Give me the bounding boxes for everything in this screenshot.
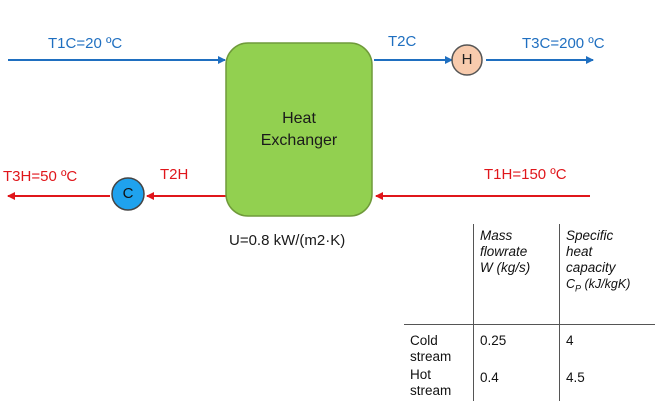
- t2c-label: T2C: [388, 33, 417, 50]
- heater-icon: [451, 44, 483, 76]
- row-name: Cold stream: [404, 325, 474, 368]
- cp-subscript: P: [575, 283, 582, 294]
- heat-exchanger-label-line2: Exchanger: [260, 132, 338, 149]
- row-cp: 4: [559, 324, 655, 367]
- cp-header-line4: CP (kJ/kgK): [566, 276, 652, 297]
- row-name-line1: Hot: [410, 367, 432, 382]
- t2h-label: T2H: [160, 166, 189, 183]
- mass-header-line3: W (kg/s): [480, 260, 531, 275]
- row-mass: 0.25: [473, 324, 560, 367]
- cooler-label: C: [122, 185, 134, 202]
- row-name-line2: stream: [410, 349, 452, 364]
- cp-header-line3: capacity: [566, 260, 616, 275]
- row-mass: 0.4: [473, 367, 560, 401]
- stream-properties-table: Mass flowrate W (kg/s) Specific heat cap…: [404, 224, 655, 401]
- cp-unit: (kJ/kgK): [581, 277, 631, 291]
- t1h-label: T1H=150 ºC: [484, 166, 567, 183]
- u-value-label: U=0.8 kW/(m2·K): [229, 232, 346, 249]
- table-header-cp: Specific heat capacity CP (kJ/kgK): [559, 224, 655, 325]
- mass-header-line1: Mass: [480, 228, 513, 243]
- table-row: Cold stream 0.25 4: [404, 324, 655, 368]
- t3c-label: T3C=200 ºC: [522, 35, 605, 52]
- heat-exchanger-box: [225, 42, 373, 217]
- mass-header-line2: flowrate: [480, 244, 528, 259]
- table-header-mass: Mass flowrate W (kg/s): [473, 224, 560, 325]
- heat-exchanger-label-line1: Heat: [282, 110, 316, 127]
- cp-header-line1: Specific: [566, 228, 614, 243]
- table-header-empty: [404, 224, 474, 325]
- t3h-label: T3H=50 ºC: [3, 168, 78, 185]
- table-row: Hot stream 0.4 4.5: [404, 367, 655, 401]
- cp-header-line2: heat: [566, 244, 593, 259]
- row-name-line2: stream: [410, 383, 452, 398]
- row-name-line1: Cold: [410, 333, 438, 348]
- table-header-row: Mass flowrate W (kg/s) Specific heat cap…: [404, 224, 655, 325]
- cooler-icon: [111, 177, 145, 211]
- t1c-label: T1C=20 ºC: [48, 35, 123, 52]
- heater-label: H: [461, 51, 473, 68]
- heat-exchanger-label: Heat Exchanger: [226, 108, 372, 152]
- row-name: Hot stream: [404, 367, 474, 401]
- cp-symbol: C: [566, 277, 576, 291]
- row-cp: 4.5: [559, 367, 655, 401]
